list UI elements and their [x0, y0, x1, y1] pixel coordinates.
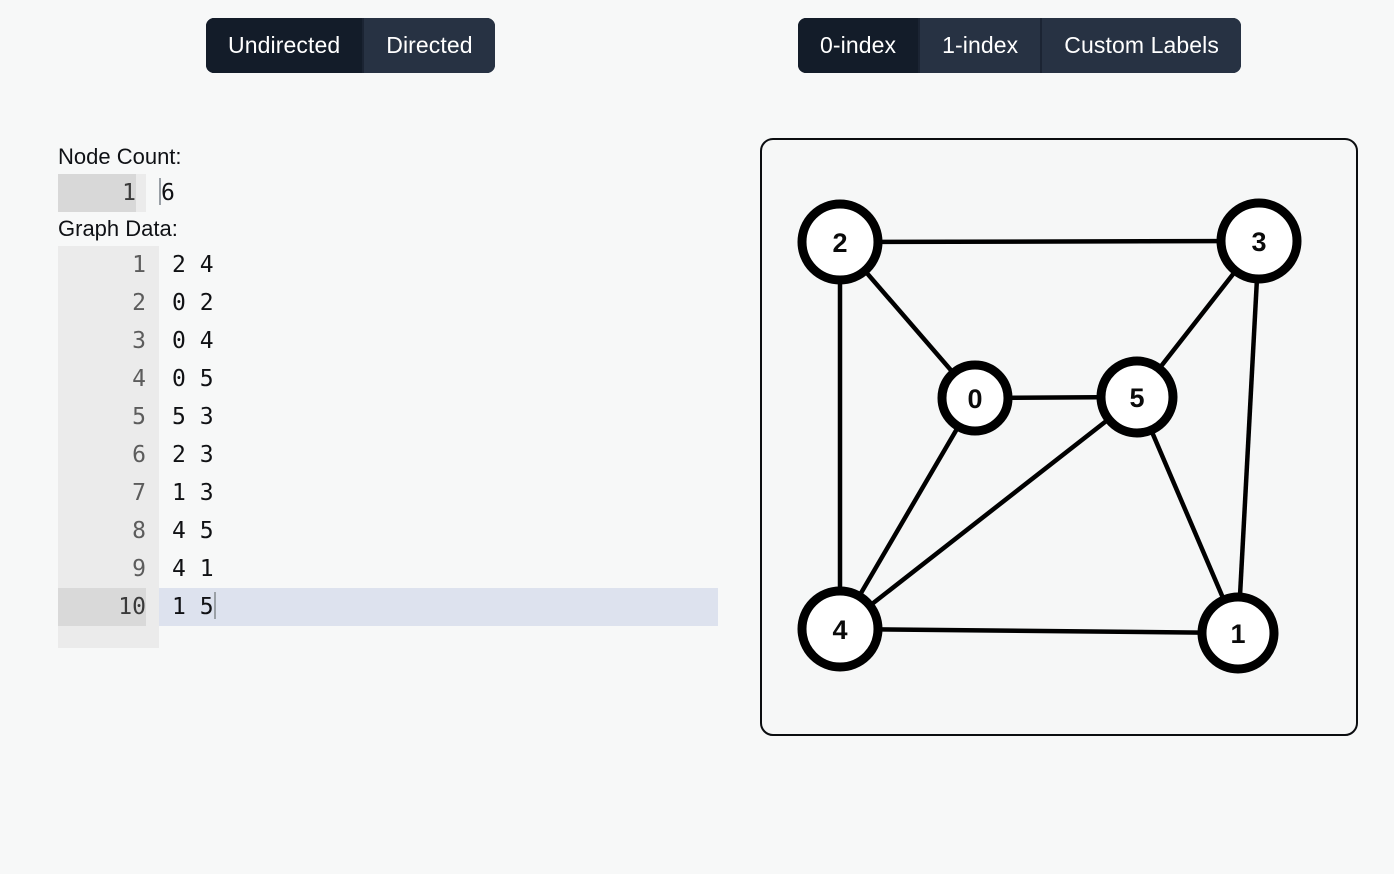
graph-node[interactable]: 4 — [797, 586, 883, 672]
graph-data-code-body[interactable]: 2 4 0 2 0 4 0 5 5 3 2 3 1 3 4 5 4 1 1 5 — [159, 246, 718, 648]
graph-node-label: 4 — [832, 615, 847, 645]
mode-toggle-directed[interactable]: Directed — [362, 18, 495, 73]
graph-data-line-text: 4 1 — [172, 556, 214, 582]
index-toggle-1-index[interactable]: 1-index — [918, 18, 1041, 73]
graph-data-line[interactable]: 4 5 — [159, 512, 718, 550]
graph-data-line-number: 5 — [132, 404, 146, 430]
mode-toggle-group[interactable]: Undirected Directed — [206, 18, 495, 73]
graph-node-circle[interactable] — [797, 199, 883, 285]
graph-node-label: 0 — [967, 384, 982, 414]
text-cursor — [159, 178, 161, 205]
graph-node-circle[interactable] — [1096, 356, 1178, 438]
graph-data-line[interactable]: 2 3 — [159, 436, 718, 474]
graph-node[interactable]: 2 — [797, 199, 883, 285]
index-toggle-custom-labels[interactable]: Custom Labels — [1040, 18, 1241, 73]
graph-node-label: 5 — [1129, 383, 1144, 413]
graph-edge — [838, 395, 1139, 631]
graph-data-line[interactable]: 2 4 — [159, 246, 718, 284]
mode-toggle-undirected[interactable]: Undirected — [206, 18, 363, 73]
graph-data-line-text: 1 3 — [172, 480, 214, 506]
graph-data-line[interactable]: 5 3 — [159, 398, 718, 436]
graph-node[interactable]: 1 — [1197, 592, 1279, 674]
graph-data-label: Graph Data: — [58, 216, 178, 241]
graph-data-line-number: 3 — [132, 328, 146, 354]
graph-node-circle[interactable] — [937, 360, 1013, 436]
graph-node-label: 3 — [1251, 227, 1266, 257]
graph-visualization-panel[interactable]: 0 1 2 3 4 5 — [760, 138, 1358, 736]
node-count-editor[interactable]: 1 6 — [58, 174, 718, 212]
graph-data-line-text: 0 4 — [172, 328, 214, 354]
text-cursor — [213, 592, 216, 619]
graph-edge — [838, 396, 977, 631]
graph-data-gutter: 1 2 3 4 5 6 7 8 9 10 — [58, 246, 159, 648]
graph-edge — [1134, 396, 1241, 634]
graph-node-circle[interactable] — [1197, 592, 1279, 674]
graph-data-line-text: 4 5 — [172, 518, 214, 544]
graph-data-line-number: 9 — [132, 556, 146, 582]
graph-data-line-number: 1 — [132, 252, 146, 278]
node-count-value: 6 — [161, 180, 175, 206]
graph-data-line-number: 10 — [58, 588, 146, 626]
graph-data-line-number: 4 — [132, 366, 146, 392]
node-count-label: Node Count: — [58, 144, 182, 169]
index-toggle-0-index[interactable]: 0-index — [798, 18, 919, 73]
node-layer[interactable]: 0 1 2 3 4 5 — [797, 198, 1302, 674]
graph-data-line[interactable]: 4 1 — [159, 550, 718, 588]
graph-node[interactable]: 3 — [1216, 198, 1302, 284]
graph-data-line-text: 1 5 — [172, 594, 214, 620]
graph-data-line-text: 0 5 — [172, 366, 214, 392]
graph-edge — [839, 626, 1239, 636]
graph-data-line[interactable]: 1 5 — [159, 588, 718, 626]
graph-edge — [1235, 240, 1262, 634]
graph-node[interactable]: 0 — [937, 360, 1013, 436]
node-count-code-body[interactable]: 6 — [146, 174, 718, 212]
graph-data-editor[interactable]: 1 2 3 4 5 6 7 8 9 10 2 4 0 2 0 4 0 5 5 3 2 3 1 3 4 5 4 1 1… — [58, 246, 718, 648]
graph-data-line[interactable]: 1 3 — [159, 474, 718, 512]
graph-canvas[interactable]: 0 1 2 3 4 5 — [762, 140, 1356, 734]
graph-data-line-number: 2 — [132, 290, 146, 316]
graph-node-label: 1 — [1230, 619, 1245, 649]
graph-data-line-number: 7 — [132, 480, 146, 506]
node-count-line-number: 1 — [58, 174, 136, 212]
graph-data-line-text: 5 3 — [172, 404, 214, 430]
index-toggle-group[interactable]: 0-index 1-index Custom Labels — [798, 18, 1241, 73]
graph-edge — [839, 238, 1260, 245]
node-count-gutter: 1 — [58, 174, 146, 212]
graph-data-line[interactable]: 0 4 — [159, 322, 718, 360]
graph-data-line-number: 6 — [132, 442, 146, 468]
edge-layer — [837, 238, 1262, 636]
graph-data-line[interactable]: 0 5 — [159, 360, 718, 398]
graph-node[interactable]: 5 — [1096, 356, 1178, 438]
graph-data-line-text: 2 4 — [172, 252, 214, 278]
graph-data-line[interactable]: 0 2 — [159, 284, 718, 322]
graph-data-line-text: 2 3 — [172, 442, 214, 468]
graph-data-line-number: 8 — [132, 518, 146, 544]
graph-node-circle[interactable] — [797, 586, 883, 672]
graph-data-line-text: 0 2 — [172, 290, 214, 316]
graph-node-label: 2 — [832, 228, 847, 258]
graph-node-circle[interactable] — [1216, 198, 1302, 284]
node-count-line[interactable]: 6 — [146, 174, 718, 212]
